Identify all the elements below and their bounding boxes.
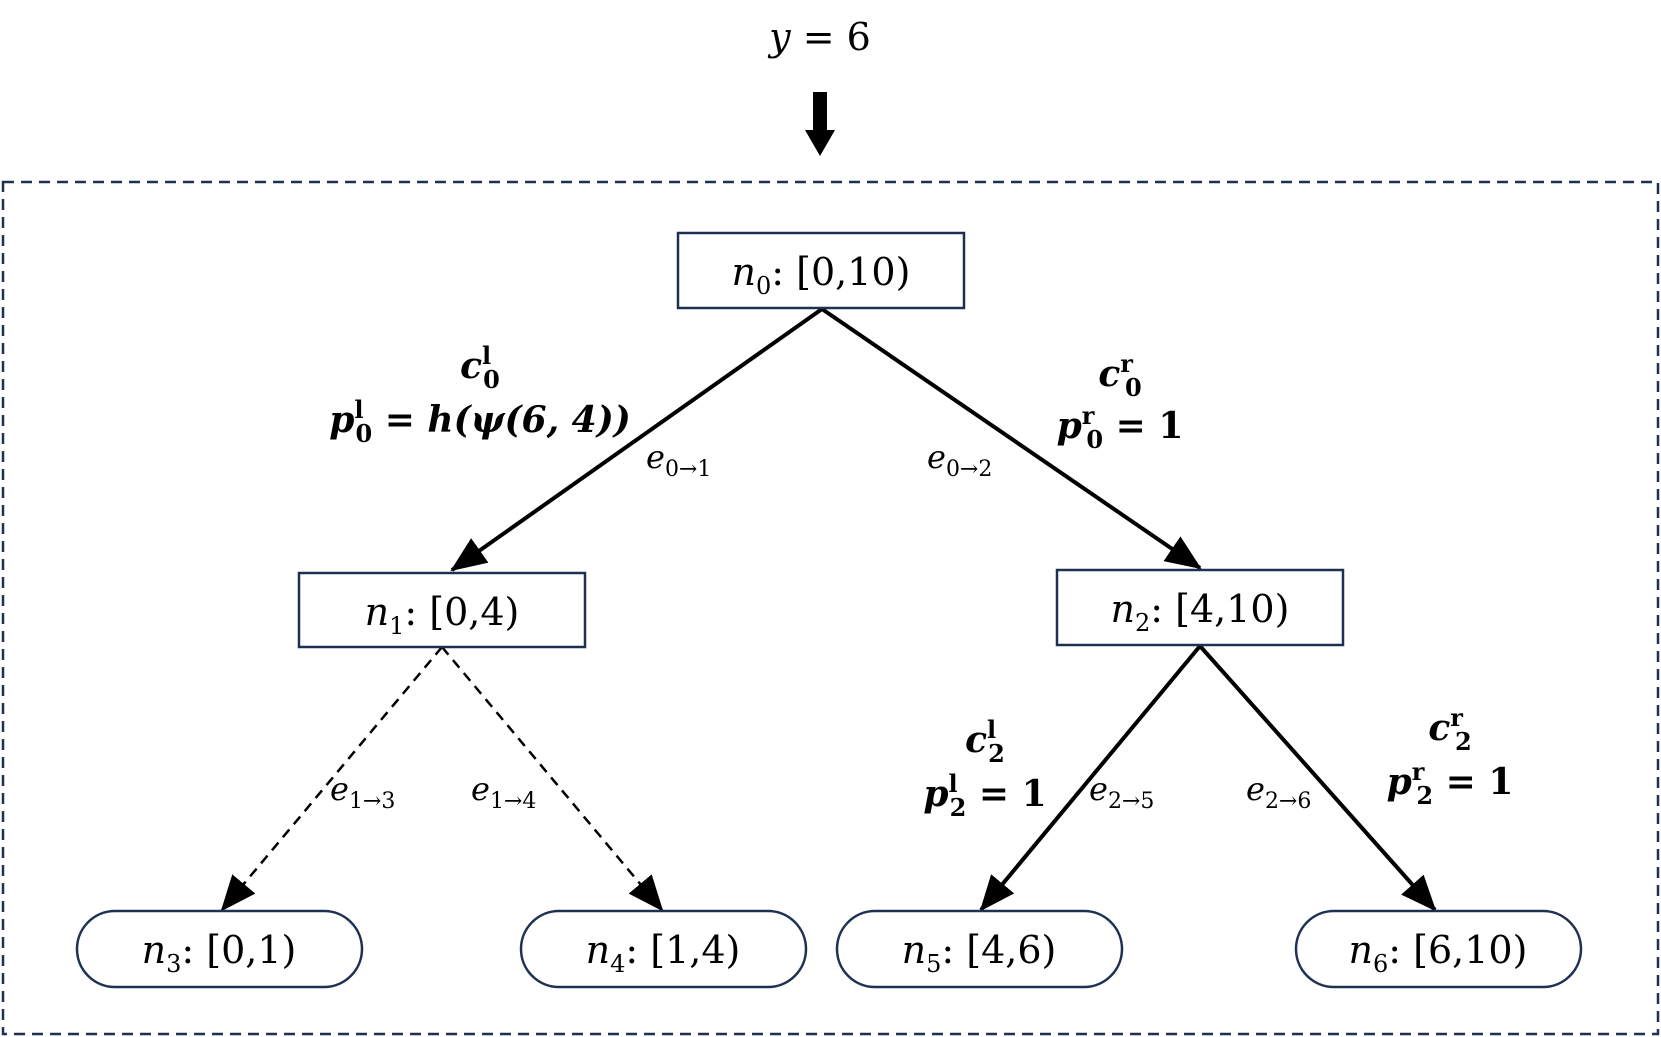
edge-label-2-5: e2→5 <box>1089 770 1154 814</box>
svg-text:n5: [4,6): n5: [4,6) <box>902 928 1057 978</box>
svg-text:pl2 = 1: pl2 = 1 <box>923 769 1046 822</box>
node-n5: n5: [4,6) <box>835 909 1124 989</box>
svg-text:n2: [4,10): n2: [4,10) <box>1111 587 1290 637</box>
node-n2: n2: [4,10) <box>1055 568 1345 647</box>
edge-label-2-6: e2→6 <box>1246 770 1311 814</box>
tree-frame <box>1 180 1660 1036</box>
svg-text:cr2: cr2 <box>1428 703 1471 756</box>
svg-text:n4: [1,4): n4: [1,4) <box>586 928 741 978</box>
node-n1: n1: [0,4) <box>297 571 587 649</box>
svg-text:pr2 = 1: pr2 = 1 <box>1387 757 1514 810</box>
node-n6: n6: [6,10) <box>1294 909 1583 989</box>
input-label: y = 6 <box>767 15 871 59</box>
edge-label-0-1: e0→1 <box>646 438 711 482</box>
edge-label-0-2: e0→2 <box>927 438 992 482</box>
edge-1-4 <box>441 646 664 912</box>
edge-label-1-3: e1→3 <box>330 770 395 814</box>
svg-text:pl0 = h(ψ(6, 4)): pl0 = h(ψ(6, 4)) <box>329 395 631 448</box>
svg-text:n6: [6,10): n6: [6,10) <box>1349 928 1528 978</box>
edge-2-6 <box>1198 644 1437 912</box>
edge-label-1-4: e1→4 <box>471 770 536 814</box>
svg-text:pr0 = 1: pr0 = 1 <box>1057 401 1184 454</box>
svg-text:cl2: cl2 <box>965 715 1005 768</box>
edge-0-2 <box>820 307 1202 570</box>
node-n3: n3: [0,1) <box>75 909 364 989</box>
node-n0: n0: [0,10) <box>676 231 966 310</box>
svg-text:cl0: cl0 <box>460 341 500 394</box>
svg-text:n0: [0,10): n0: [0,10) <box>732 250 911 300</box>
svg-text:cr0: cr0 <box>1098 349 1141 402</box>
svg-text:n1: [0,4): n1: [0,4) <box>365 590 520 640</box>
svg-text:n3: [0,1): n3: [0,1) <box>142 928 297 978</box>
edge-0-1 <box>450 307 824 572</box>
edge-2-5 <box>979 644 1202 912</box>
edge-1-3 <box>220 646 443 912</box>
node-n4: n4: [1,4) <box>519 909 808 989</box>
input-arrow-icon <box>805 92 835 156</box>
